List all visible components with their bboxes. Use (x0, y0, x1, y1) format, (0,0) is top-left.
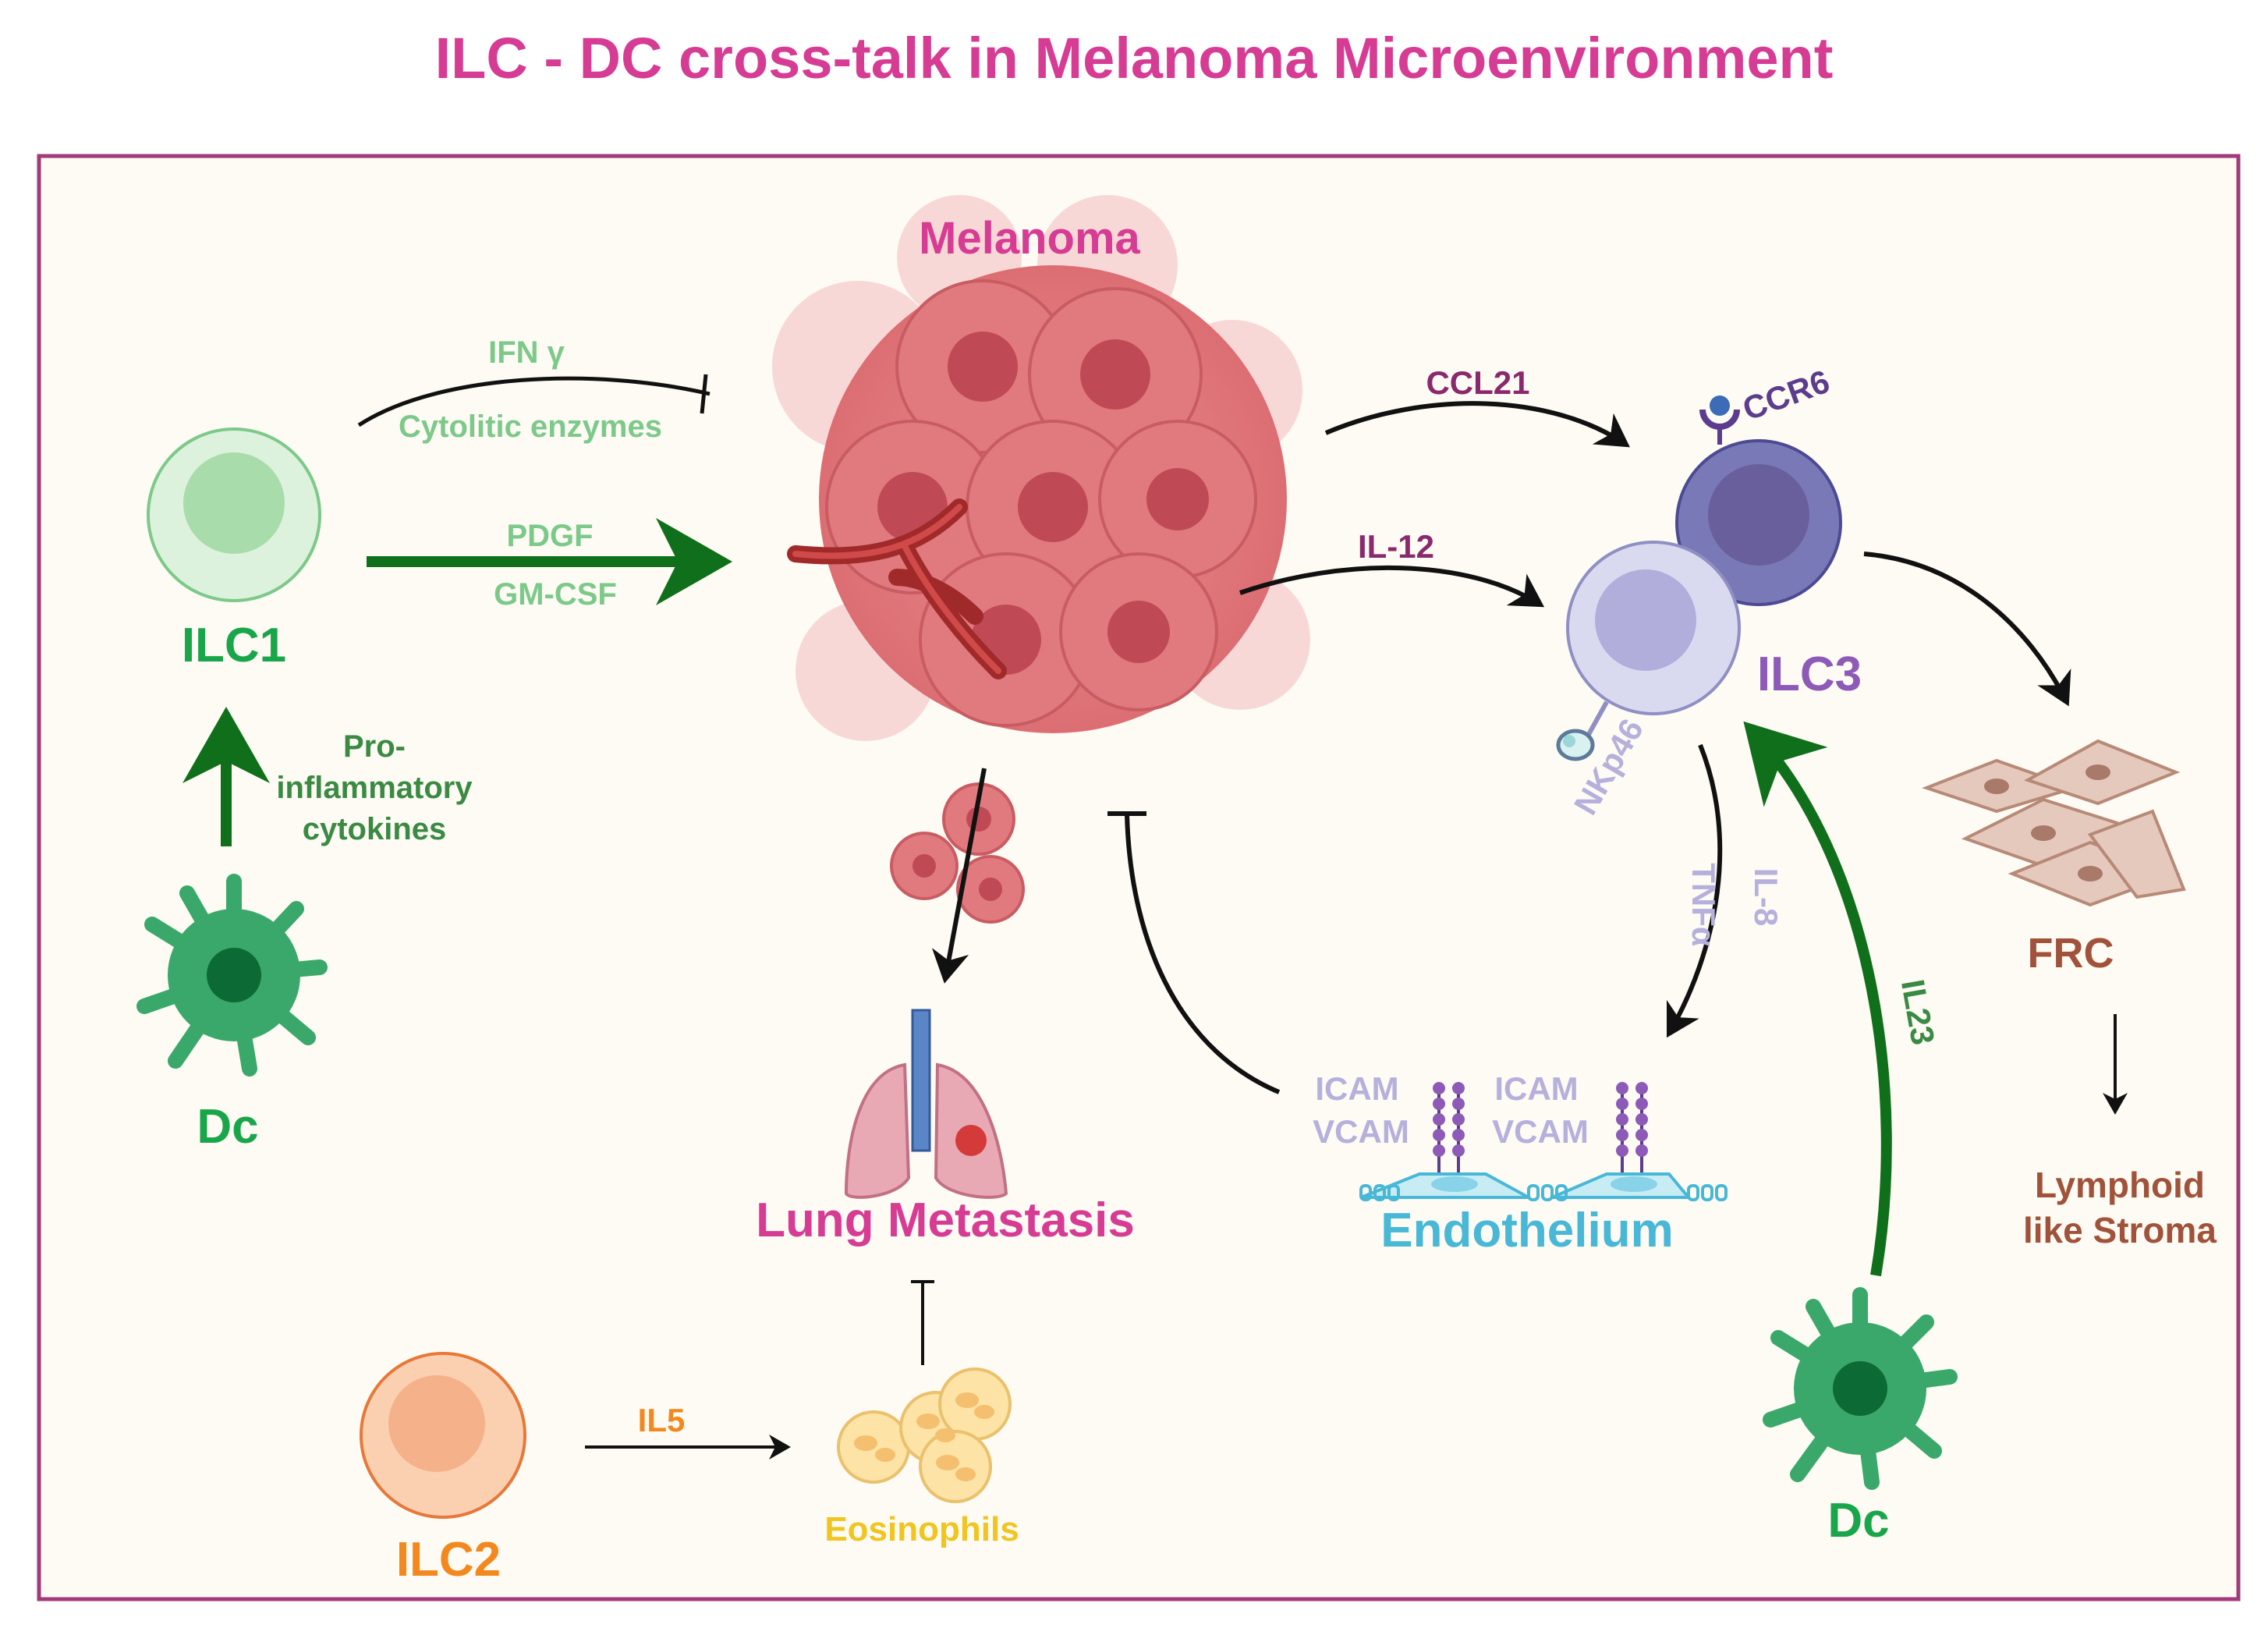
endothelium-melanoma-inhibition (1125, 814, 1281, 1094)
lung-metastasis-label: Lung Metastasis (756, 1194, 1135, 1247)
nkp46-receptor-icon (1556, 701, 1609, 761)
pro-inflammatory-line1: Pro- (343, 729, 406, 764)
dc-left-label: Dc (197, 1100, 258, 1154)
eosinophils-label: Eosinophils (824, 1510, 1019, 1548)
icam-label-1: ICAM (1315, 1070, 1398, 1107)
frc-stroma-icon (1922, 739, 2186, 907)
ilc3-to-frc-arrow (1863, 552, 2071, 707)
il5-label: IL5 (638, 1402, 686, 1438)
diagram-title: ILC - DC cross-talk in Melanoma Microenv… (435, 26, 1834, 90)
ccl21-arrow (1324, 401, 1630, 448)
ilc3-cell-icon (1566, 439, 1842, 715)
pro-inflammatory-line3: cytokines (303, 812, 447, 846)
lymphoid-label-line1: Lymphoid (2035, 1165, 2205, 1205)
pdgf-label: PDGF (506, 519, 593, 553)
vcam-label-1: VCAM (1313, 1113, 1409, 1150)
ifn-gamma-label: IFN γ (488, 335, 565, 370)
ccr6-receptor-icon (1699, 395, 1740, 445)
icam-label-2: ICAM (1494, 1070, 1578, 1107)
il12-arrow (1239, 565, 1545, 608)
tnfa-il8-arrow (1667, 743, 1723, 1038)
ilc2-cell-icon (360, 1352, 526, 1519)
il23-arrow (1743, 721, 1892, 1277)
gm-csf-label: GM-CSF (494, 577, 617, 612)
cytolitic-enzymes-label: Cytolitic enzymes (399, 410, 662, 444)
tnfa-label: TNFα (1685, 863, 1722, 947)
ilc3-label: ILC3 (1757, 647, 1862, 701)
pro-inflammatory-line2: inflammatory (276, 771, 473, 805)
inhibition-bar-top (700, 374, 708, 414)
ilc2-label: ILC2 (396, 1533, 501, 1587)
vcam-label-2: VCAM (1492, 1113, 1589, 1150)
dc-right-label: Dc (1827, 1494, 1889, 1548)
ifn-gamma-inhibition-arrow (357, 376, 711, 427)
endothelium-label: Endothelium (1380, 1204, 1673, 1257)
eosinophils-icon (837, 1367, 1012, 1503)
il8-label: IL-8 (1748, 868, 1784, 927)
ccl21-label: CCL21 (1426, 364, 1529, 401)
endothelium-icon (1359, 1082, 1728, 1201)
ilc1-cell-icon (147, 427, 321, 602)
lymphoid-label-line2: like Stroma (2023, 1210, 2217, 1250)
ilc1-label: ILC1 (182, 619, 286, 672)
dendritic-cell-left-icon (136, 874, 328, 1076)
melanoma-tumor-icon (772, 195, 1310, 741)
dendritic-cell-right-icon (1763, 1287, 1958, 1490)
il12-label: IL-12 (1358, 528, 1434, 565)
lungs-icon (844, 1009, 1008, 1199)
metastatic-cells-icon (890, 782, 1025, 924)
frc-label: FRC (2028, 930, 2114, 977)
melanoma-to-lung-arrow (931, 768, 987, 984)
melanoma-label: Melanoma (919, 213, 1140, 264)
